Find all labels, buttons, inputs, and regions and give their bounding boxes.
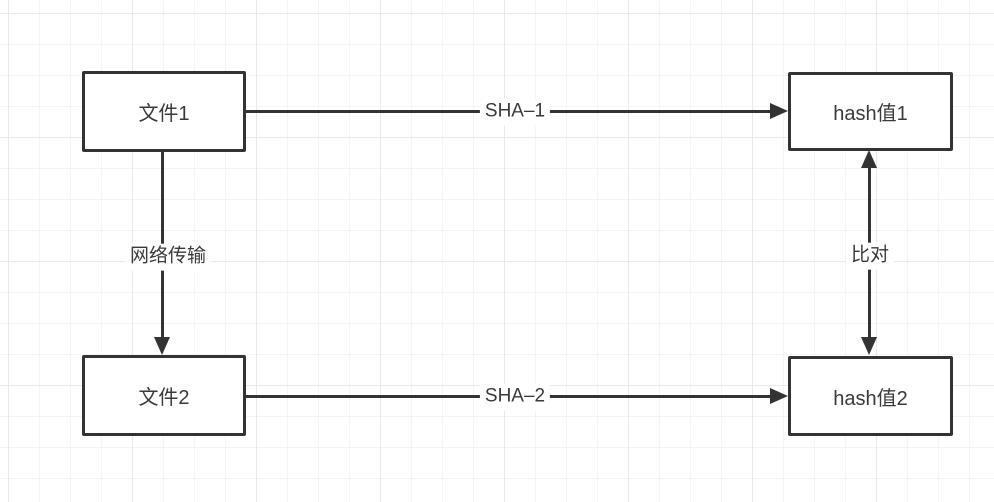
node-file2[interactable]: 文件2	[82, 355, 246, 436]
node-hash2[interactable]: hash值2	[788, 356, 953, 436]
node-file2-label: 文件2	[138, 387, 190, 409]
edge-compare-arrowhead-up-icon	[861, 150, 877, 168]
node-hash1[interactable]: hash值1	[788, 72, 953, 151]
node-hash1-label: hash值1	[833, 103, 908, 125]
node-file1-label: 文件1	[138, 103, 190, 125]
edge-transfer-arrowhead-down-icon	[154, 337, 170, 355]
edge-sha1-label[interactable]: SHA–1	[479, 98, 551, 126]
node-hash2-label: hash值2	[833, 387, 908, 410]
edge-sha2-label[interactable]: SHA–2	[479, 383, 551, 411]
node-file1[interactable]: 文件1	[82, 71, 246, 152]
edge-compare-label[interactable]: 比对	[845, 242, 895, 270]
edge-compare-arrowhead-down-icon	[861, 337, 877, 355]
edge-transfer-label[interactable]: 网络传输	[124, 243, 212, 271]
edge-sha1-arrowhead-right-icon	[770, 103, 788, 119]
edge-sha2-arrowhead-right-icon	[770, 388, 788, 404]
